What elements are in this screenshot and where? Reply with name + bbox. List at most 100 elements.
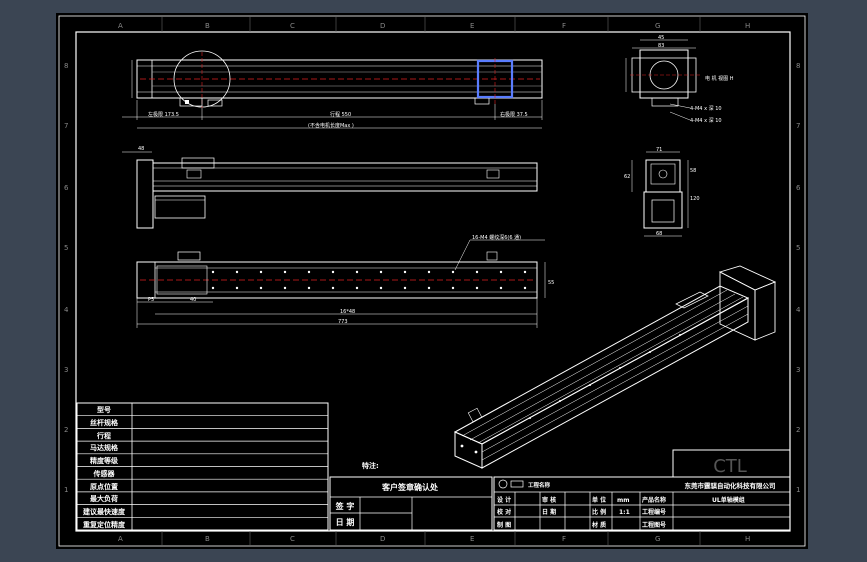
label-motor-view: 电 机 视图 H xyxy=(705,75,734,82)
grid-row-right: 2 xyxy=(796,426,800,434)
grid-row-right: 6 xyxy=(796,184,801,192)
dim-right-limit: 右极限 37.5 xyxy=(500,111,528,118)
spec-row-label: 传感器 xyxy=(93,469,116,478)
grid-row-left: 2 xyxy=(64,426,68,434)
draw-label: 制 图 xyxy=(497,521,511,529)
dim-end-bottom-d: 120 xyxy=(690,196,700,202)
grid-row-right: 1 xyxy=(796,486,800,494)
drawing-num-label: 工程图号 xyxy=(642,521,666,529)
grid-row-left: 8 xyxy=(64,62,68,70)
grid-row-left: 6 xyxy=(64,184,69,192)
spec-row-label: 马达规格 xyxy=(90,443,119,452)
dim-hole-span: 16*48 xyxy=(340,309,355,315)
grid-col-bottom: A xyxy=(118,535,123,543)
outer-border xyxy=(58,15,806,547)
dim-pitch: P5 xyxy=(148,297,154,303)
grid-row-right: 3 xyxy=(796,366,800,374)
grid-ticks xyxy=(161,16,701,546)
spec-row-label: 原点位置 xyxy=(90,482,118,491)
projection-symbol-icon xyxy=(498,479,508,489)
dim-end-bottom-b: 62 xyxy=(624,174,630,180)
unit-label: 单 位 xyxy=(592,496,606,504)
spec-row-label: 精度等级 xyxy=(90,456,119,465)
company-logo: CTL xyxy=(713,456,747,477)
grid-col-top: B xyxy=(205,22,210,30)
product-name-label: 产品名称 xyxy=(642,496,666,504)
dim-end-bottom-e: 68 xyxy=(656,231,662,237)
grid-col-top: H xyxy=(745,22,750,30)
grid-col-bottom: C xyxy=(290,535,295,543)
grid-col-bottom: G xyxy=(655,535,660,543)
grid-row-left: 4 xyxy=(64,306,69,314)
grid-col-bottom: D xyxy=(380,535,385,543)
scale-label: 比 例 xyxy=(592,508,606,516)
dim-end-bottom-c: 58 xyxy=(690,168,696,174)
grid-row-labels: 8 7 6 5 4 3 2 1 8 7 6 5 4 3 2 1 xyxy=(64,62,801,494)
grid-col-bottom: F xyxy=(562,535,566,543)
dim-bottom-total: 773 xyxy=(338,319,348,325)
dim-offset: 40 xyxy=(190,297,196,303)
grid-col-top: D xyxy=(380,22,385,30)
dim-end-bottom-a: 71 xyxy=(656,147,662,153)
drawing-sheet xyxy=(56,13,808,549)
end-view-top[interactable]: 45 83 电 机 视图 H 4-M4 x 深 10 4-M4 x 深 10 xyxy=(625,35,734,124)
grid-row-right: 7 xyxy=(796,122,800,130)
grid-row-right: 5 xyxy=(796,244,800,252)
dim-end-top-b: 83 xyxy=(658,43,664,49)
grid-row-left: 3 xyxy=(64,366,68,374)
grid-row-left: 7 xyxy=(64,122,68,130)
dim-bottom-width: 55 xyxy=(548,280,554,286)
grid-col-top: E xyxy=(470,22,474,30)
callout-thread-holes: 16-M4 螺纹深6(6 通) xyxy=(472,234,521,241)
review-label: 审 核 xyxy=(542,496,556,504)
grid-row-left: 5 xyxy=(64,244,68,252)
grid-col-bottom: H xyxy=(745,535,750,543)
spec-row-label: 型号 xyxy=(97,405,111,414)
dim-total-length: (不含电机长度Max ) xyxy=(308,122,354,129)
inner-border xyxy=(75,31,791,532)
customer-confirm-title: 客户签章确认处 xyxy=(381,482,439,492)
grid-col-bottom: B xyxy=(205,535,210,543)
label-hole-1: 4-M4 x 深 10 xyxy=(690,105,722,112)
company-name: 东莞市霆骐自动化科技有限公司 xyxy=(685,481,776,490)
bottom-view[interactable]: 16-M4 螺纹深6(6 通) 55 P5 40 16*48 773 xyxy=(136,234,554,328)
customer-sign-block: 特注: 客户签章确认处 签 字 日 期 xyxy=(329,461,493,531)
special-note-label: 特注: xyxy=(362,461,379,470)
grid-col-top: F xyxy=(562,22,566,30)
dim-end-top-a: 45 xyxy=(658,35,664,41)
material-label: 材 质 xyxy=(591,521,606,529)
spec-row-label: 行程 xyxy=(96,431,111,440)
grid-row-right: 8 xyxy=(796,62,800,70)
date-label-tb: 日 期 xyxy=(542,508,556,516)
mounting-holes xyxy=(211,270,527,290)
grid-row-left: 1 xyxy=(64,486,68,494)
grid-row-right: 4 xyxy=(796,306,801,314)
grid-col-top: A xyxy=(118,22,123,30)
isometric-view[interactable] xyxy=(453,265,777,469)
grid-col-top: G xyxy=(655,22,660,30)
sign-label: 签 字 xyxy=(335,501,355,511)
grid-col-top: C xyxy=(290,22,295,30)
grid-col-bottom: E xyxy=(470,535,474,543)
check-label: 校 对 xyxy=(497,508,511,516)
dim-stroke: 行程 550 xyxy=(330,111,351,118)
design-label: 设 计 xyxy=(497,496,511,504)
spec-row-label: 丝杆规格 xyxy=(90,418,119,427)
dim-side-height: 48 xyxy=(138,146,144,152)
dim-left-limit: 左极限 173.5 xyxy=(148,111,179,118)
spec-row-label: 重复定位精度 xyxy=(83,520,126,529)
spec-table: 型号 丝杆规格 行程 马达规格 精度等级 传感器 原点位置 最大负荷 建议最快速… xyxy=(76,402,329,531)
drawing-no-label: 工程编号 xyxy=(642,508,666,516)
scale-value: 1:1 xyxy=(619,509,630,516)
end-view-bottom[interactable]: 71 62 120 68 58 xyxy=(624,147,700,237)
spec-row-label: 建议最快速度 xyxy=(83,507,126,516)
projection-label: 工程名称 xyxy=(528,481,551,489)
title-block: CTL 东莞市霆骐自动化科技有限公司 工程名称 设 计 审 核 单 位 mm 产… xyxy=(493,449,791,531)
grid-column-labels: A B C D E F G H A B C D E F G H xyxy=(118,22,750,543)
date-label: 日 期 xyxy=(336,517,355,527)
spec-row-label: 最大负荷 xyxy=(90,494,118,503)
top-view[interactable]: 左极限 173.5 行程 550 右极限 37.5 (不含电机长度Max ) xyxy=(122,50,543,129)
side-view[interactable]: 48 xyxy=(122,146,538,229)
